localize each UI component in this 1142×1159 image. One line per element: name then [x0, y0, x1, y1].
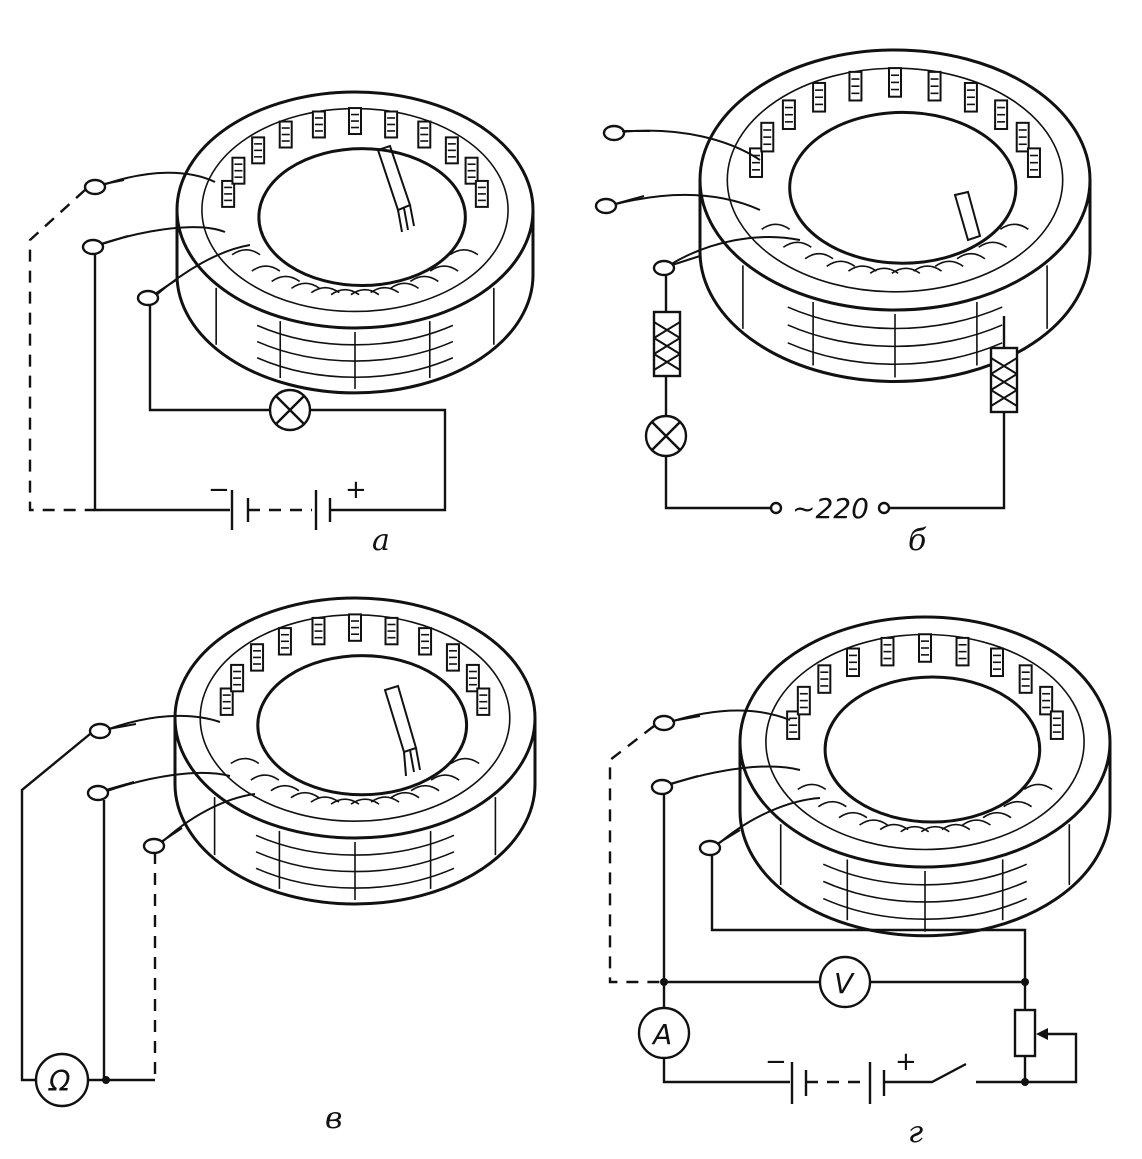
ammeter-symbol-g: A	[651, 1018, 672, 1051]
panel-v: Ω в	[20, 596, 537, 1136]
stator-b	[698, 48, 1092, 383]
battery-plus-g: +	[895, 1047, 917, 1077]
test-probe-v	[383, 684, 421, 777]
circuit-a: − +	[28, 189, 447, 530]
panel-b: ~220 б	[594, 48, 1092, 558]
stator-a	[175, 90, 535, 395]
insulated-probe-right-b	[989, 346, 1019, 414]
lead-terminals-g	[650, 709, 821, 857]
lead-terminals-v	[86, 714, 256, 855]
ohmmeter-symbol-v: Ω	[48, 1065, 71, 1098]
lead-terminals-b	[594, 124, 801, 277]
voltmeter-symbol-g: V	[834, 967, 855, 1000]
test-probe-a	[376, 144, 415, 233]
battery-plus-a: +	[345, 475, 367, 505]
rheostat-g	[1013, 1008, 1037, 1058]
supply-voltage-b: ~220	[792, 492, 869, 525]
stator-v	[173, 596, 537, 906]
battery-minus-a: −	[208, 475, 230, 505]
panel-a: − + а	[28, 90, 535, 558]
probe-b	[953, 190, 982, 242]
panel-caption-v: в	[325, 1101, 342, 1136]
panel-caption-a: а	[372, 523, 390, 558]
panel-g: V A − + г	[608, 615, 1112, 1150]
stator-g	[738, 615, 1112, 938]
panel-caption-g: г	[908, 1115, 923, 1150]
circuit-g: V A − +	[608, 725, 1078, 1104]
insulated-probe-left-b	[652, 310, 682, 378]
lead-terminals-a	[81, 171, 251, 307]
panel-caption-b: б	[908, 523, 927, 558]
circuit-b: ~220	[644, 275, 1019, 525]
circuit-v: Ω	[20, 733, 157, 1108]
battery-minus-g: −	[765, 1047, 787, 1077]
